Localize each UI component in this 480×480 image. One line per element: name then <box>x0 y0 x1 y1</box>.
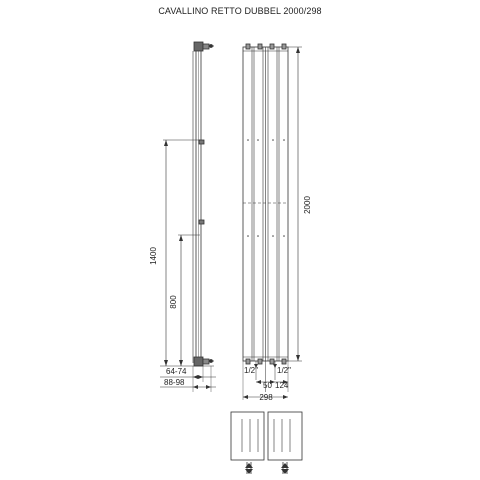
bracket-markers <box>247 139 285 237</box>
label-1400: 1400 <box>149 247 158 265</box>
dimension-50-124 <box>256 361 289 392</box>
dimension-298 <box>242 361 288 400</box>
bottom-view <box>230 411 303 474</box>
label-connection-left: 1/2" <box>244 366 258 375</box>
side-view: 1400 800 64-74 88-98 <box>149 41 216 392</box>
top-wall-bracket <box>193 41 214 52</box>
dimension-2000 <box>288 46 302 362</box>
valve-symbol-left <box>245 462 253 474</box>
dimension-64-74 <box>160 366 216 392</box>
dimension-800 <box>178 234 200 366</box>
front-view: 2000 1/2" 1/2" 50 124 298 <box>242 43 312 402</box>
valve-symbol-right <box>281 462 289 474</box>
label-88-98: 88-98 <box>164 378 185 387</box>
dimension-88-98 <box>160 366 216 392</box>
label-50: 50 <box>263 381 272 390</box>
label-124: 124 <box>275 381 289 390</box>
label-64-74: 64-74 <box>166 367 187 376</box>
top-header <box>243 43 288 52</box>
bottom-panel-right <box>267 411 303 461</box>
drawing-title: CAVALLINO RETTO DUBBEL 2000/298 <box>158 6 322 16</box>
label-2000: 2000 <box>303 196 312 214</box>
radiator-side-profile <box>192 51 202 363</box>
bottom-panel-left <box>230 411 265 461</box>
label-800: 800 <box>169 295 178 309</box>
label-connection-right: 1/2" <box>277 366 291 375</box>
label-298: 298 <box>259 393 273 402</box>
bottom-header <box>243 356 288 365</box>
dimension-1400 <box>163 139 200 366</box>
bottom-valve <box>193 356 214 367</box>
radiator-tubes <box>251 47 280 361</box>
pipe-connections <box>254 361 277 392</box>
middle-brackets <box>198 139 205 225</box>
